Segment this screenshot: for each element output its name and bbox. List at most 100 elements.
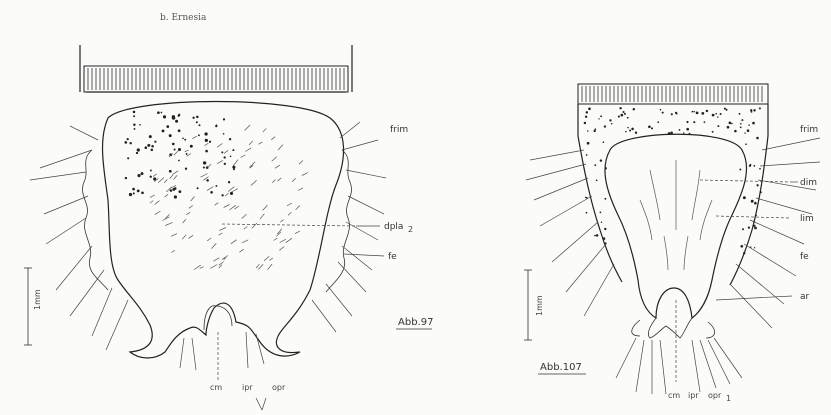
hair-stroke bbox=[267, 264, 272, 270]
stipple-dot bbox=[127, 138, 129, 140]
stipple-dot bbox=[759, 168, 761, 170]
hair-stroke bbox=[171, 250, 174, 252]
hair-stroke bbox=[279, 247, 284, 251]
left-label-ipr: ipr bbox=[242, 383, 253, 392]
hair-stroke bbox=[286, 238, 292, 243]
hair-stroke bbox=[200, 267, 204, 269]
stipple-dot bbox=[604, 167, 606, 169]
stipple-dot bbox=[224, 163, 226, 165]
hair-stroke bbox=[207, 238, 211, 241]
right-lower-processes bbox=[632, 320, 715, 338]
stipple-dot bbox=[754, 227, 757, 230]
hair-stroke bbox=[224, 150, 228, 153]
stipple-dot bbox=[178, 129, 181, 132]
right-leader-ar bbox=[716, 296, 792, 300]
stipple-dot bbox=[706, 110, 708, 112]
stipple-dot bbox=[125, 177, 127, 179]
right-scale-label: 1mm bbox=[535, 295, 544, 316]
left-scale-label: 1mm bbox=[33, 289, 42, 310]
stipple-dot bbox=[671, 113, 673, 115]
stipple-dot bbox=[587, 130, 588, 131]
hair-stroke bbox=[219, 262, 224, 266]
hair-stroke bbox=[272, 157, 277, 162]
stipple-dot bbox=[748, 226, 750, 228]
hair-stroke bbox=[278, 178, 282, 181]
stipple-dot bbox=[743, 196, 746, 199]
stipple-dot bbox=[192, 117, 194, 119]
hair-stroke bbox=[208, 164, 211, 167]
stipple-dot bbox=[670, 131, 673, 134]
hair-stroke bbox=[224, 205, 230, 208]
stipple-dot bbox=[596, 234, 599, 237]
stipple-dot bbox=[203, 166, 205, 168]
stipple-dot bbox=[600, 115, 602, 117]
stipple-dot bbox=[210, 191, 213, 194]
stipple-dot bbox=[215, 125, 217, 127]
stipple-dot bbox=[205, 150, 208, 153]
stipple-dot bbox=[598, 118, 599, 119]
stipple-dot bbox=[163, 115, 166, 118]
stipple-dot bbox=[625, 131, 627, 133]
stipple-dot bbox=[209, 141, 211, 143]
stipple-dot bbox=[622, 111, 624, 113]
hair-stroke bbox=[287, 203, 292, 206]
left-fig-label: Abb.97 bbox=[398, 317, 433, 328]
stipple-dot bbox=[172, 115, 175, 118]
hair-stroke bbox=[191, 197, 195, 202]
right-label-dim: dim bbox=[800, 178, 817, 188]
stipple-dot bbox=[604, 228, 606, 230]
stipple-dot bbox=[704, 121, 706, 123]
stipple-dot bbox=[729, 122, 732, 125]
stipple-dot bbox=[657, 121, 659, 123]
left-body-outline bbox=[103, 102, 344, 359]
hair-stroke bbox=[258, 142, 262, 144]
right-label-ar: ar bbox=[800, 292, 810, 302]
stipple-dot bbox=[620, 114, 623, 117]
hair-stroke bbox=[188, 235, 193, 238]
stipple-dot bbox=[753, 109, 755, 111]
hair-stroke bbox=[260, 214, 265, 220]
stipple-dot bbox=[190, 145, 193, 148]
stipple-dot bbox=[594, 128, 596, 130]
stipple-dot bbox=[745, 143, 747, 145]
stipple-dot bbox=[196, 116, 199, 119]
hair-stroke bbox=[242, 240, 248, 243]
hair-stroke bbox=[250, 162, 256, 168]
stipple-dot bbox=[170, 189, 173, 192]
stipple-dot bbox=[594, 130, 596, 132]
hair-stroke bbox=[150, 201, 153, 204]
stipple-dot bbox=[139, 124, 141, 126]
stipple-dot bbox=[584, 122, 586, 124]
stipple-dot bbox=[739, 169, 741, 171]
hair-stroke bbox=[275, 165, 280, 168]
hair-stroke bbox=[185, 150, 189, 152]
hair-stroke bbox=[295, 231, 300, 234]
stipple-dot bbox=[679, 129, 681, 131]
hair-stroke bbox=[194, 265, 201, 269]
stipple-dot bbox=[753, 225, 755, 227]
stipple-dot bbox=[686, 128, 689, 131]
stipple-dot bbox=[717, 125, 719, 127]
left-label-cm: cm bbox=[210, 383, 222, 392]
stipple-dot bbox=[594, 235, 596, 237]
stipple-dot bbox=[712, 114, 715, 117]
stipple-dot bbox=[162, 129, 165, 132]
hair-stroke bbox=[155, 201, 160, 205]
left-hatch-lines bbox=[88, 68, 344, 90]
stipple-dot bbox=[668, 132, 671, 135]
stipple-dot bbox=[600, 212, 602, 214]
stipple-dot bbox=[751, 111, 753, 113]
hair-stroke bbox=[204, 143, 208, 146]
stipple-dot bbox=[756, 137, 759, 140]
stipple-dot bbox=[587, 142, 590, 145]
hair-stroke bbox=[272, 180, 275, 183]
stipple-dot bbox=[232, 166, 235, 169]
right-label-lim: lim bbox=[800, 214, 814, 224]
stipple-dot bbox=[694, 111, 695, 112]
left-setae bbox=[30, 122, 386, 370]
hair-stroke bbox=[256, 264, 259, 268]
hair-stroke bbox=[219, 233, 223, 235]
hair-stroke bbox=[296, 206, 300, 210]
hair-stroke bbox=[165, 222, 172, 225]
